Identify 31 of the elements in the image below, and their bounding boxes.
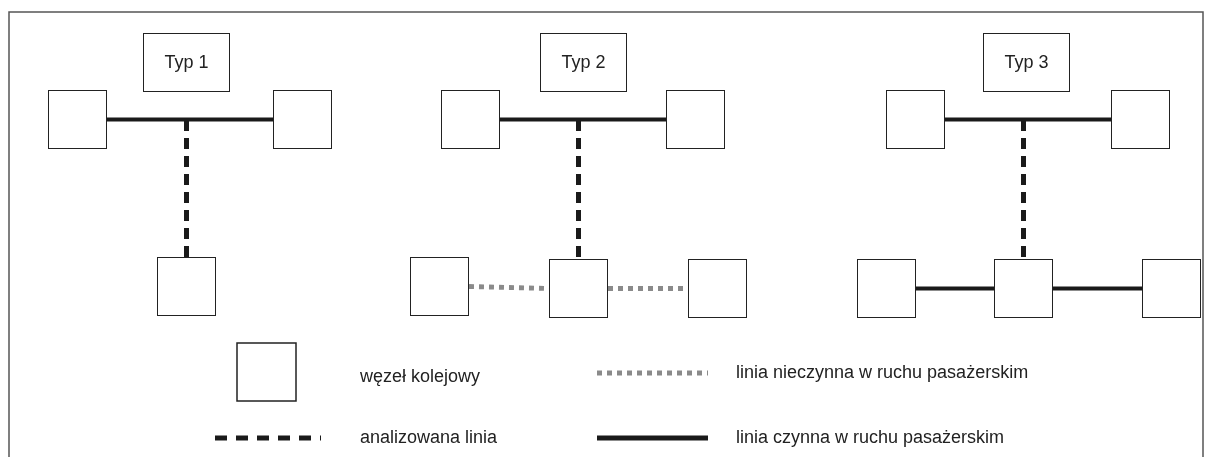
- rail-node-box: [157, 257, 216, 316]
- dashed-line: [576, 120, 581, 259]
- legend-label: linia nieczynna w ruchu pasażerskim: [736, 362, 1029, 383]
- legend-label: linia czynna w ruchu pasażerskim: [736, 427, 1005, 448]
- rail-node-box: [688, 259, 747, 318]
- rail-node-box: [1142, 259, 1201, 318]
- rail-line: [1053, 286, 1142, 291]
- rail-node-box: [666, 90, 725, 149]
- rail-node-box: [273, 90, 332, 149]
- rail-node-box: [857, 259, 916, 318]
- type-label-box: [983, 33, 1070, 92]
- rail-line: [945, 117, 1111, 122]
- type-label: Typ 2: [561, 52, 606, 73]
- rail-node-box: [441, 90, 500, 149]
- rail-node-box: [1111, 90, 1170, 149]
- type-label: Typ 1: [164, 52, 209, 73]
- dashed-line: [184, 120, 189, 257]
- dashed-line: [1021, 120, 1026, 259]
- rail-node-box: [410, 257, 469, 316]
- rail-node-box: [886, 90, 945, 149]
- type-label-box: [143, 33, 230, 92]
- rail-line: [916, 286, 994, 291]
- rail-line: [500, 117, 666, 122]
- type-label-box: [540, 33, 627, 92]
- rail-node-box: [48, 90, 107, 149]
- rail-node-box: [994, 259, 1053, 318]
- rail-line: [107, 117, 273, 122]
- rail-node-box: [549, 259, 608, 318]
- type-label: Typ 3: [1004, 52, 1049, 73]
- legend-label: węzeł kolejowy: [360, 366, 481, 387]
- legend-label: analizowana linia: [360, 427, 498, 448]
